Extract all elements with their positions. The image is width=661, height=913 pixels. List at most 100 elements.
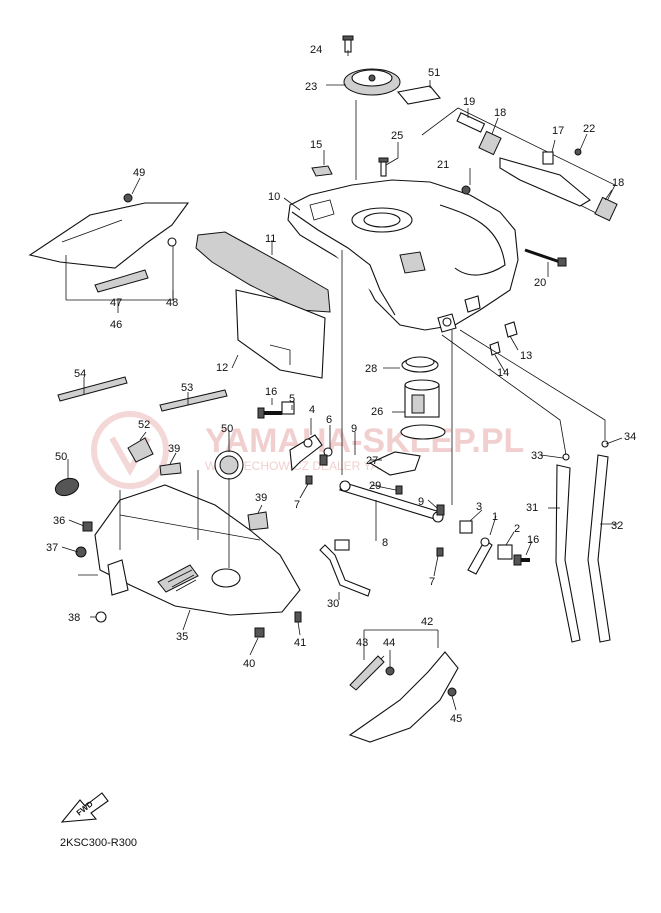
screw-49: [123, 193, 133, 203]
emblem-47: [94, 269, 149, 293]
label-31: 31: [526, 502, 538, 514]
label-20: 20: [534, 277, 546, 289]
breather-hose-31: [555, 464, 581, 643]
label-51: 51: [428, 67, 440, 79]
label-24: 24: [310, 44, 322, 56]
grommet-44: [385, 666, 395, 676]
tank-nut: [461, 185, 471, 195]
label-53: 53: [181, 382, 193, 394]
label-41: 41: [294, 637, 306, 649]
screw-41: [294, 611, 302, 623]
pad-12: [235, 289, 326, 379]
damper-13: [504, 321, 518, 338]
label-11: 11: [265, 233, 276, 245]
screw-36: [82, 521, 93, 532]
decal-54: [57, 376, 128, 402]
decal-53: [159, 389, 228, 412]
label-42: 42: [421, 616, 433, 628]
label-26: 26: [371, 406, 383, 418]
label-45: 45: [450, 713, 462, 725]
label-7-lower: 7: [429, 576, 435, 588]
washer-6: [323, 447, 333, 457]
label-33: 33: [531, 450, 543, 462]
label-18-upper: 18: [494, 107, 506, 119]
label-17: 17: [552, 125, 564, 137]
label-37: 37: [46, 542, 58, 554]
tank-bolt: [524, 248, 567, 267]
bolt-9-upper: [319, 454, 328, 466]
screw-45: [447, 687, 457, 697]
label-2: 2: [514, 523, 520, 535]
label-50-left: 50: [55, 451, 67, 463]
fuel-cap: [343, 68, 401, 96]
decal-39-upper: [159, 462, 182, 476]
bolt-7-lower: [436, 547, 444, 557]
emblem-50-left: [54, 477, 80, 497]
bolt-7-upper: [305, 475, 313, 485]
label-27: 27: [366, 455, 378, 467]
label-8: 8: [382, 537, 388, 549]
screw-48: [167, 237, 177, 247]
collar-5: [281, 401, 295, 415]
emblem-50-right: [214, 450, 244, 480]
label-23: 23: [305, 81, 317, 93]
part-labels: 24 23 51 19 18 17 22 18 25 15 21 49 10 1…: [46, 44, 636, 725]
label-34: 34: [624, 431, 636, 443]
watermark: YAMAHA-SKLEP.PL WOJCIECHOWICZ DEALER YAM…: [91, 411, 524, 489]
label-19: 19: [463, 96, 475, 108]
label-32: 32: [611, 520, 623, 532]
tank-cover-35: [94, 484, 301, 616]
fwd-arrow: FWD: [60, 792, 109, 823]
label-54: 54: [74, 368, 86, 380]
label-39-upper: 39: [168, 443, 180, 455]
clip-38: [95, 611, 107, 623]
label-35: 35: [176, 631, 188, 643]
decal-52: [127, 437, 154, 463]
label-9-upper: 9: [351, 423, 357, 435]
label-7-upper: 7: [294, 499, 300, 511]
side-cover-46: [28, 202, 190, 269]
screw-40: [254, 627, 265, 638]
collar-2: [497, 544, 513, 560]
label-9-lower: 9: [418, 496, 424, 508]
bolt-9-lower: [436, 504, 445, 516]
label-30: 30: [327, 598, 339, 610]
fuel-tank: [287, 179, 519, 333]
bolt-29: [395, 485, 403, 495]
nut-37: [75, 546, 87, 558]
label-6: 6: [326, 414, 332, 426]
hose-30: [319, 539, 371, 597]
label-49: 49: [133, 167, 145, 179]
watermark-subtitle: WOJCIECHOWICZ DEALER YAMAHA: [205, 459, 413, 473]
clip-34: [601, 440, 609, 448]
collar-14: [489, 341, 501, 356]
label-38: 38: [68, 612, 80, 624]
label-14: 14: [497, 367, 509, 379]
label-12: 12: [216, 362, 228, 374]
grommet-3: [459, 520, 473, 534]
decal-39-lower: [247, 511, 269, 531]
label-43: 43: [356, 637, 368, 649]
label-sticker: [396, 85, 442, 105]
label-47: 47: [110, 297, 122, 309]
label-50-right: 50: [221, 423, 233, 435]
watermark-brand: YAMAHA-SKLEP.PL: [205, 422, 524, 460]
label-46: 46: [110, 319, 122, 331]
canister-assembly: [421, 107, 618, 222]
diagram-code: 2KSC300-R300: [60, 837, 137, 849]
leader-lines: [61, 50, 623, 711]
breather-hose-32: [587, 454, 611, 643]
label-4: 4: [309, 404, 315, 416]
label-16-lower: 16: [527, 534, 539, 546]
fuel-hose: [339, 480, 444, 523]
label-22: 22: [583, 123, 595, 135]
label-1: 1: [492, 511, 498, 523]
side-cover-11: [195, 231, 331, 313]
top-bolt: [378, 157, 389, 177]
bracket-4: [289, 434, 323, 472]
seal-43: [349, 655, 385, 691]
label-29: 29: [369, 480, 381, 492]
label-44: 44: [383, 637, 395, 649]
cap-bolt: [342, 35, 354, 53]
